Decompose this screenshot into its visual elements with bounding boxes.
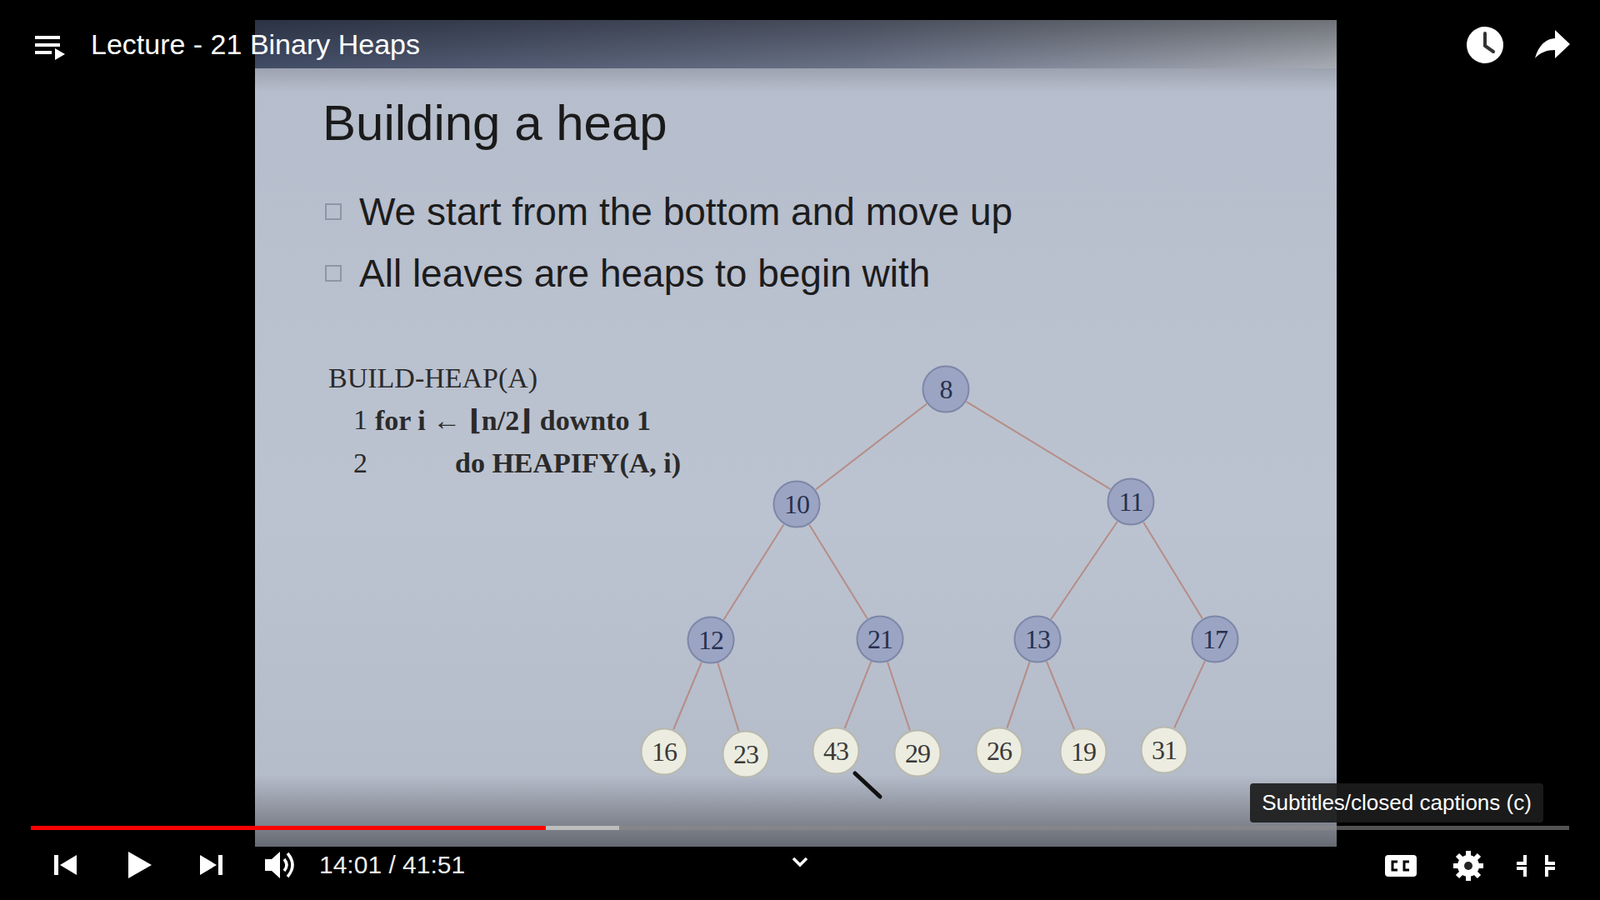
node-value: 29 bbox=[905, 738, 930, 770]
time-display: 14:01 / 41:51 bbox=[319, 850, 465, 880]
bullet-text: We start from the bottom and move up bbox=[359, 189, 1013, 235]
next-icon bbox=[200, 855, 223, 875]
tree-edge bbox=[887, 662, 910, 731]
heap-node: 12 bbox=[686, 615, 735, 665]
tree-edge bbox=[1050, 521, 1117, 620]
watch-later-icon bbox=[1466, 26, 1504, 64]
node-value: 23 bbox=[733, 739, 759, 770]
node-value: 11 bbox=[1119, 486, 1144, 518]
progress-track bbox=[30, 825, 1570, 830]
pointer-stroke bbox=[855, 773, 880, 797]
node-value: 13 bbox=[1025, 624, 1050, 655]
chevron-icon bbox=[793, 858, 807, 865]
node-value: 21 bbox=[867, 624, 893, 655]
heap-node: 8 bbox=[921, 365, 970, 414]
tree-edge bbox=[718, 663, 740, 732]
heap-node: 29 bbox=[893, 729, 942, 778]
node-value: 17 bbox=[1202, 624, 1228, 655]
heap-node: 31 bbox=[1140, 725, 1189, 775]
video-title: Lecture - 21 Binary Heaps bbox=[90, 28, 420, 61]
tree-edge bbox=[845, 661, 872, 729]
tree-edge bbox=[723, 525, 784, 620]
heap-node: 17 bbox=[1190, 615, 1240, 664]
node-value: 10 bbox=[784, 489, 810, 520]
play-icon bbox=[128, 851, 152, 879]
pseudocode-line: do HEAPIFY(A, i) bbox=[455, 447, 681, 480]
tree-edge bbox=[966, 401, 1110, 490]
bullet-box bbox=[325, 204, 341, 220]
node-value: 31 bbox=[1151, 735, 1177, 766]
tree-edge bbox=[809, 525, 868, 620]
tree-edge bbox=[673, 662, 702, 730]
node-value: 12 bbox=[698, 625, 724, 656]
bullet-box bbox=[325, 265, 341, 281]
heap-node: 23 bbox=[721, 730, 770, 779]
heap-node: 43 bbox=[811, 726, 860, 775]
node-value: 26 bbox=[986, 735, 1012, 767]
tooltip-box: Subtitles/closed captions (c) bbox=[1250, 783, 1544, 823]
tooltip-text: Subtitles/closed captions (c) bbox=[1261, 790, 1532, 816]
tree-edge bbox=[1046, 661, 1075, 730]
progress-played bbox=[30, 825, 546, 830]
slide-title: Building a heap bbox=[322, 94, 668, 152]
exit-fullscreen-icon bbox=[1516, 855, 1555, 877]
heap-node: 16 bbox=[640, 727, 689, 776]
volume-icon bbox=[265, 851, 293, 879]
pseudocode-line: for i ← ⌊n/2⌋ downto 1 bbox=[375, 403, 651, 437]
previous-icon bbox=[54, 855, 77, 875]
heap-node: 13 bbox=[1013, 615, 1062, 664]
cc-icon bbox=[1385, 855, 1417, 877]
heap-node: 11 bbox=[1106, 477, 1155, 526]
node-value: 8 bbox=[940, 374, 953, 405]
node-value: 19 bbox=[1070, 736, 1096, 768]
share-icon bbox=[1535, 30, 1570, 59]
heap-node: 26 bbox=[975, 726, 1024, 775]
line-number: 1 bbox=[353, 404, 368, 436]
heap-node: 10 bbox=[772, 480, 821, 529]
playlist-icon bbox=[35, 35, 65, 60]
node-value: 16 bbox=[651, 736, 677, 768]
line-number: 2 bbox=[353, 447, 368, 480]
heap-node: 19 bbox=[1059, 727, 1108, 776]
progress-buffered bbox=[30, 825, 620, 830]
tree-edge bbox=[1006, 661, 1030, 728]
node-value: 43 bbox=[823, 735, 849, 767]
heap-node: 21 bbox=[855, 615, 905, 664]
settings-icon bbox=[1453, 850, 1484, 881]
pseudocode-header: BUILD-HEAP(A) bbox=[328, 362, 538, 395]
tree-edge bbox=[815, 404, 927, 490]
tree-edge bbox=[1143, 522, 1203, 620]
bullet-text: All leaves are heaps to begin with bbox=[359, 250, 930, 296]
tree-edge bbox=[1174, 660, 1205, 728]
